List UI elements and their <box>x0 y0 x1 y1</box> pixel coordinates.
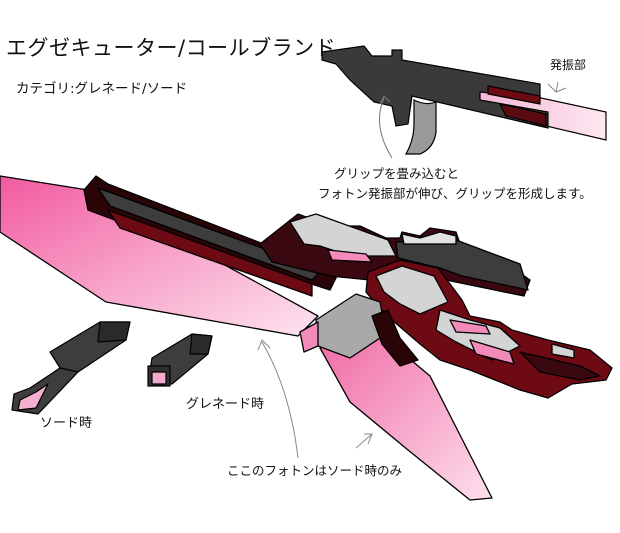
emitter-detail-view <box>321 45 607 155</box>
grip-trim-lower <box>498 103 547 127</box>
rear-top-block <box>395 239 529 291</box>
grip-trim <box>487 85 541 105</box>
grenade-muzzle-face <box>189 333 213 355</box>
rear-top-cap <box>401 231 457 245</box>
weapon-category: カテゴリ:グレネード/ソード <box>16 81 188 97</box>
weapon-title: エグゼキューター/コールブランド <box>6 36 337 60</box>
grip-note-line-2: フォトン発振部が伸び、グリップを形成します。 <box>318 186 592 201</box>
sword-mode-label: ソード時 <box>40 416 93 431</box>
photon-note-arrow-head <box>257 339 271 351</box>
grip-body <box>321 45 549 129</box>
receiver-photon-slot <box>327 249 373 263</box>
photon-note-arrow <box>261 341 299 459</box>
photon-note-label: ここのフォトンはソード時のみ <box>227 463 403 478</box>
stock-plate <box>551 343 575 359</box>
photon-note-arrow-2 <box>355 433 373 449</box>
sword-photon-tip <box>17 383 49 411</box>
foregrip-photon <box>299 321 319 353</box>
sword-muzzle-face <box>97 321 131 343</box>
grip-photon-window-lower <box>469 339 515 365</box>
grenade-mode-label: グレネード時 <box>186 397 265 412</box>
stock-end <box>519 351 601 381</box>
receiver-plate <box>289 213 397 257</box>
emitter-pointer-icon <box>547 81 567 93</box>
grip-note-line-1: グリップを畳み込むと <box>334 166 460 181</box>
grenade-muzzle-bore <box>151 371 167 385</box>
barrel-red-stripe <box>107 209 313 297</box>
folded-grip <box>404 99 437 155</box>
grenade-mode-muzzle <box>147 333 213 387</box>
grip-photon-window <box>449 319 491 335</box>
grip-arrow <box>379 97 393 159</box>
sword-mode-muzzle <box>11 321 131 415</box>
foregrip-shadow <box>371 309 419 367</box>
grip-arrow-head <box>379 95 391 105</box>
main-weapon <box>0 175 613 501</box>
emitter-label: 発振部 <box>550 58 587 72</box>
grip-guard <box>375 265 449 315</box>
